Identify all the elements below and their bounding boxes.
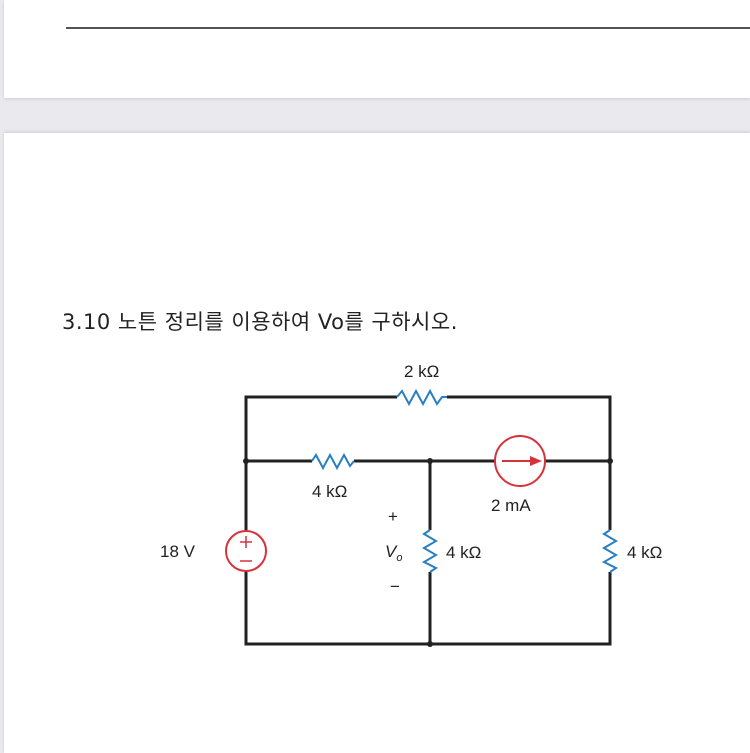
vo-label: Vo [385, 542, 402, 564]
resistor-4k-right [601, 529, 618, 573]
resistor-4k-left [311, 452, 355, 471]
label-r-left: 4 kΩ [312, 482, 347, 501]
label-source-i: 2 mA [491, 496, 531, 515]
arrow-right-icon [530, 456, 542, 466]
wires [244, 395, 612, 646]
label-r-right: 4 kΩ [627, 543, 662, 562]
question-text: 3.10 노튼 정리를 이용하여 Vo를 구하시오. [62, 310, 458, 334]
resistor-4k-mid [421, 529, 438, 573]
question-card [4, 133, 750, 753]
previous-card [4, 0, 750, 98]
divider [66, 27, 750, 29]
vo-minus: − [390, 577, 400, 596]
label-r-mid: 4 kΩ [446, 543, 481, 562]
voltage-source [225, 530, 267, 572]
resistor-2k-top [396, 388, 447, 407]
junction-dots [243, 458, 613, 647]
label-source-v: 18 V [160, 542, 196, 561]
label-r-top: 2 kΩ [404, 362, 439, 381]
current-source [494, 435, 546, 487]
vo-plus: + [388, 507, 398, 526]
